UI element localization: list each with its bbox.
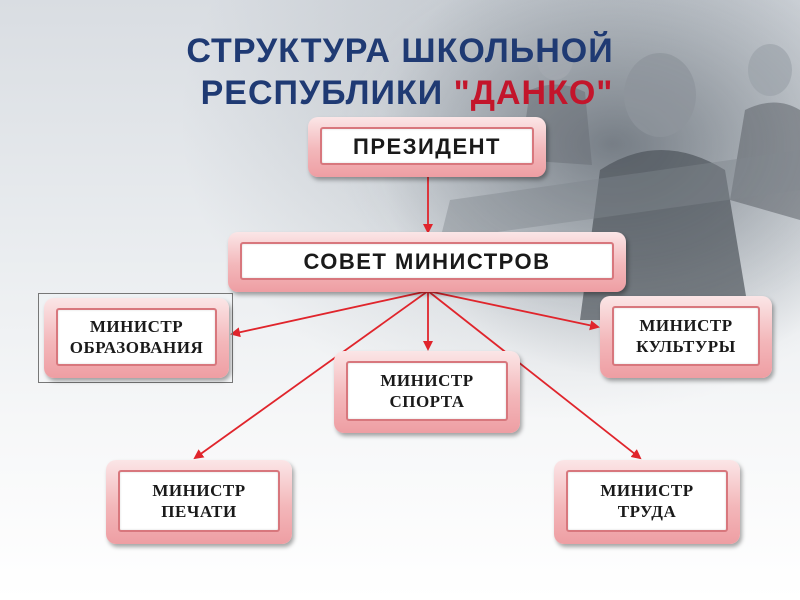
node-sport-line2: СПОРТА [389, 392, 465, 411]
node-press-line1: МИНИСТР [152, 481, 246, 500]
arrow-council-education [230, 290, 429, 338]
node-education-line2: ОБРАЗОВАНИЯ [69, 338, 204, 357]
title-highlight: "ДАНКО" [453, 74, 614, 112]
node-press-line2: ПЕЧАТИ [161, 502, 237, 521]
node-culture-line1: МИНИСТР [639, 316, 733, 335]
node-labor-label: МИНИСТР ТРУДА [566, 470, 728, 532]
node-culture: МИНИСТР КУЛЬТУРЫ [600, 296, 772, 378]
node-council: СОВЕТ МИНИСТРОВ [228, 232, 626, 292]
node-culture-line2: КУЛЬТУРЫ [636, 337, 736, 356]
arrow-council-press [193, 290, 429, 460]
node-press: МИНИСТР ПЕЧАТИ [106, 460, 292, 544]
node-culture-label: МИНИСТР КУЛЬТУРЫ [612, 306, 760, 366]
node-president: ПРЕЗИДЕНТ [308, 117, 546, 177]
title-line2: РЕСПУБЛИКИ "ДАНКО" [0, 72, 800, 114]
node-sport-line1: МИНИСТР [380, 371, 474, 390]
node-labor: МИНИСТР ТРУДА [554, 460, 740, 544]
page-title: СТРУКТУРА ШКОЛЬНОЙ РЕСПУБЛИКИ "ДАНКО" [0, 30, 800, 114]
node-sport-label: МИНИСТР СПОРТА [346, 361, 508, 421]
node-education-label: МИНИСТР ОБРАЗОВАНИЯ [56, 308, 217, 366]
node-labor-line2: ТРУДА [617, 502, 677, 521]
node-press-label: МИНИСТР ПЕЧАТИ [118, 470, 280, 532]
node-president-label: ПРЕЗИДЕНТ [320, 127, 534, 165]
node-council-label: СОВЕТ МИНИСТРОВ [240, 242, 614, 280]
node-education-line1: МИНИСТР [89, 317, 184, 336]
node-education: МИНИСТР ОБРАЗОВАНИЯ [44, 298, 229, 378]
arrow-council-culture [427, 290, 600, 331]
node-labor-line1: МИНИСТР [600, 481, 694, 500]
arrow-council-labor [427, 290, 642, 460]
node-sport: МИНИСТР СПОРТА [334, 351, 520, 433]
title-line1: СТРУКТУРА ШКОЛЬНОЙ [186, 32, 614, 70]
title-line2-text: РЕСПУБЛИКИ [200, 74, 454, 112]
